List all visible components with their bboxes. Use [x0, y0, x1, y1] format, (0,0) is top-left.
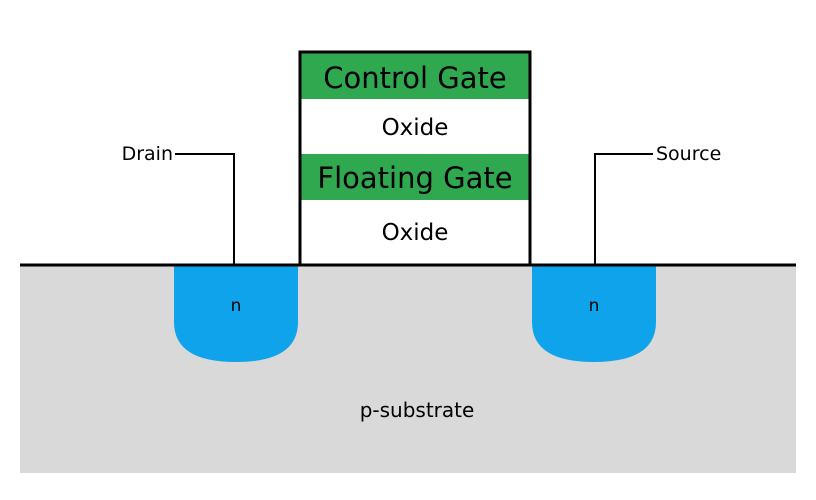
- source-n-well: [532, 265, 656, 362]
- gate-stack-outline: [298, 50, 532, 267]
- bottom-oxide-label: Oxide: [382, 220, 449, 246]
- control-gate-layer: [300, 52, 530, 99]
- source-label: Source: [656, 143, 721, 165]
- floating-gate-layer: [300, 154, 530, 200]
- drain-n-label: n: [231, 296, 242, 316]
- substrate-label: p-substrate: [360, 398, 475, 422]
- drain-n-well: [174, 265, 298, 362]
- top-oxide-label: Oxide: [382, 115, 449, 141]
- drain-label: Drain: [122, 143, 173, 165]
- substrate-region: [20, 265, 796, 473]
- floating-gate-label: Floating Gate: [317, 161, 512, 195]
- source-n-label: n: [589, 296, 600, 316]
- control-gate-label: Control Gate: [323, 61, 507, 95]
- drain-leader-line: [175, 153, 235, 265]
- source-leader-line: [594, 153, 653, 265]
